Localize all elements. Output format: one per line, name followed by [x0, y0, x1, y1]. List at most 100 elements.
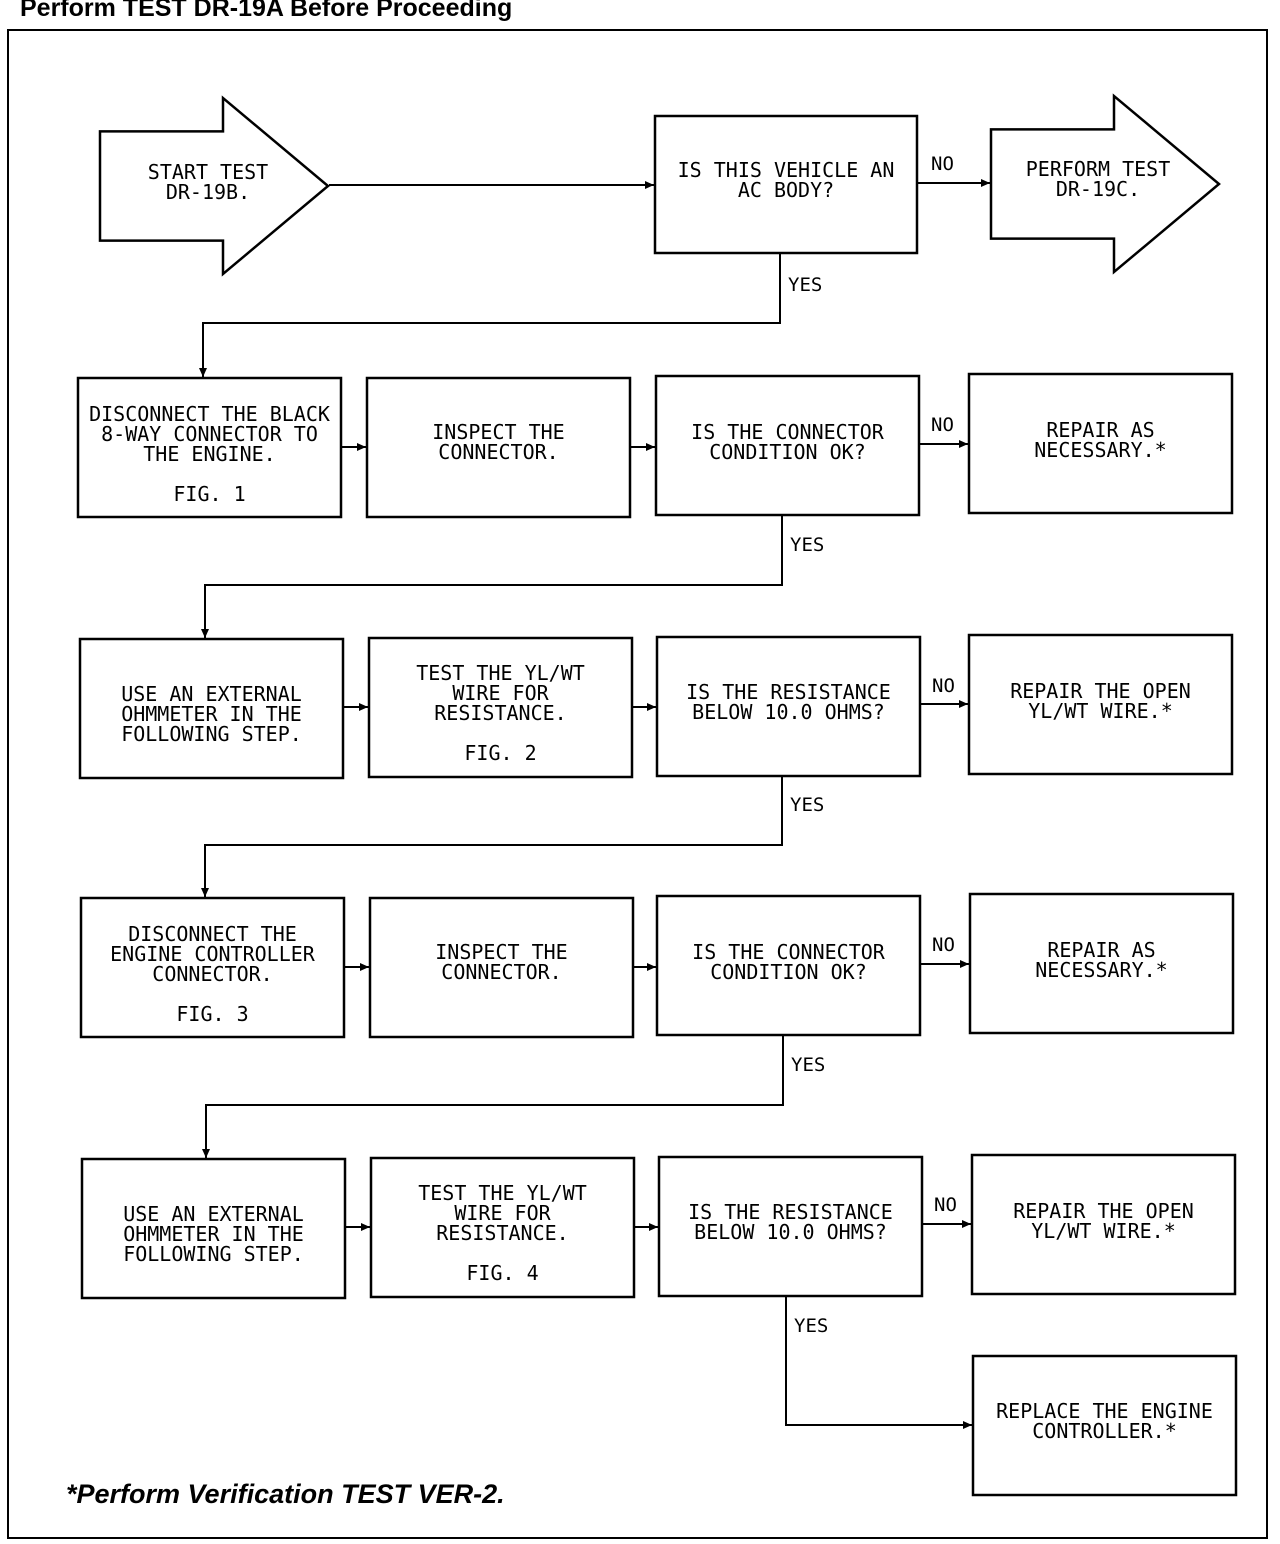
node-label-line: INSPECT THE [432, 420, 564, 444]
node-label-line: THE ENGINE. [143, 442, 275, 466]
node-label-line: REPAIR THE OPEN [1010, 679, 1191, 703]
edge-q-connector-2-to-ohmmeter-2: YES [202, 1036, 825, 1158]
node-label-line: FIG. 4 [466, 1261, 538, 1285]
edge-line [201, 516, 783, 638]
node-label-line: NECESSARY.* [1034, 438, 1166, 462]
node-label-line: RESISTANCE. [434, 701, 566, 725]
node-q-resist-1-box [655, 635, 922, 778]
node-label-line: BELOW 10.0 OHMS? [694, 1220, 887, 1244]
node-label-line: DR-19C. [1056, 177, 1140, 201]
node-repair-2-box [968, 892, 1235, 1035]
node-label-line: WIRE FOR [454, 1201, 551, 1225]
footnote: *Perform Verification TEST VER-2. [66, 1479, 505, 1509]
node-repair-1-box [967, 372, 1234, 515]
node-label-line: REPAIR THE OPEN [1013, 1199, 1194, 1223]
node-label-line: ENGINE CONTROLLER [110, 942, 316, 966]
node-q-connector-2-box [655, 894, 922, 1037]
edge-q-resist-1-to-repair-open-1: NO [921, 675, 968, 708]
node-label-line: FOLLOWING STEP. [121, 722, 302, 746]
node-q-connector-1-box [654, 374, 921, 517]
node-label-line: DR-19B. [166, 180, 250, 204]
page-heading: Perform TEST DR-19A Before Proceeding [20, 0, 513, 22]
node-label-line: IS THE CONNECTOR [691, 420, 885, 444]
node-label-line: FIG. 3 [176, 1002, 248, 1026]
node-label-line: YL/WT WIRE.* [1031, 1219, 1176, 1243]
edge-q-ac-body-to-perform-19c: NO [918, 153, 990, 187]
node-label-line: CONNECTOR. [441, 960, 561, 984]
edge-q-resist-2-to-repair-open-2: NO [923, 1194, 971, 1228]
diagram-frame [7, 29, 1268, 1539]
node-disconnect-ctrl-box [79, 896, 346, 1039]
edge-q-resist-2-to-replace-ctrl: YES [785, 1297, 972, 1429]
edge-label-no: NO [932, 934, 955, 956]
node-disconnect-black-box [76, 376, 343, 519]
edge-label-yes: YES [790, 794, 824, 816]
node-label-line: OHMMETER IN THE [121, 702, 302, 726]
node-inspect-1-box [365, 376, 632, 519]
node-label-line: TEST THE YL/WT [416, 661, 585, 685]
node-label-line: RESISTANCE. [436, 1221, 568, 1245]
node-label-line: OHMMETER IN THE [123, 1222, 304, 1246]
node-label-line: YL/WT WIRE.* [1028, 699, 1173, 723]
edge-q-resist-1-to-disconnect-ctrl: YES [201, 777, 824, 897]
node-label-line: USE AN EXTERNAL [121, 682, 302, 706]
node-label-line: PERFORM TEST [1026, 157, 1171, 181]
node-test-ylwt-1-box [367, 636, 634, 779]
node-q-resist-2-box [657, 1155, 924, 1298]
node-label-line: INSPECT THE [435, 940, 567, 964]
node-label-line: TEST THE YL/WT [418, 1181, 587, 1205]
node-perform-19c-shape [989, 93, 1221, 275]
edge-label-yes: YES [791, 1054, 825, 1076]
node-label-line: NECESSARY.* [1035, 958, 1167, 982]
edge-label-yes: YES [788, 274, 822, 296]
node-ohmmeter-2-box [80, 1157, 347, 1300]
node-label-line: AC BODY? [738, 178, 834, 202]
node-replace-ctrl-box [971, 1354, 1238, 1497]
edge-q-connector-1-to-ohmmeter-1: YES [201, 516, 824, 638]
edge-label-no: NO [932, 675, 955, 697]
node-label-line: USE AN EXTERNAL [123, 1202, 304, 1226]
node-label-line: CONNECTOR. [152, 962, 272, 986]
node-label-line: DISCONNECT THE BLACK [89, 402, 330, 426]
node-label-line: CONTROLLER.* [1032, 1419, 1177, 1443]
edge-q-connector-2-to-repair-2: NO [921, 934, 969, 968]
node-label-line: DISCONNECT THE [128, 922, 297, 946]
node-label-line: 8-WAY CONNECTOR TO [101, 422, 318, 446]
node-label-line: REPAIR AS [1046, 418, 1154, 442]
edge-label-yes: YES [794, 1315, 828, 1337]
node-label-line: IS THE RESISTANCE [686, 680, 891, 704]
node-label-line: CONNECTOR. [438, 440, 558, 464]
